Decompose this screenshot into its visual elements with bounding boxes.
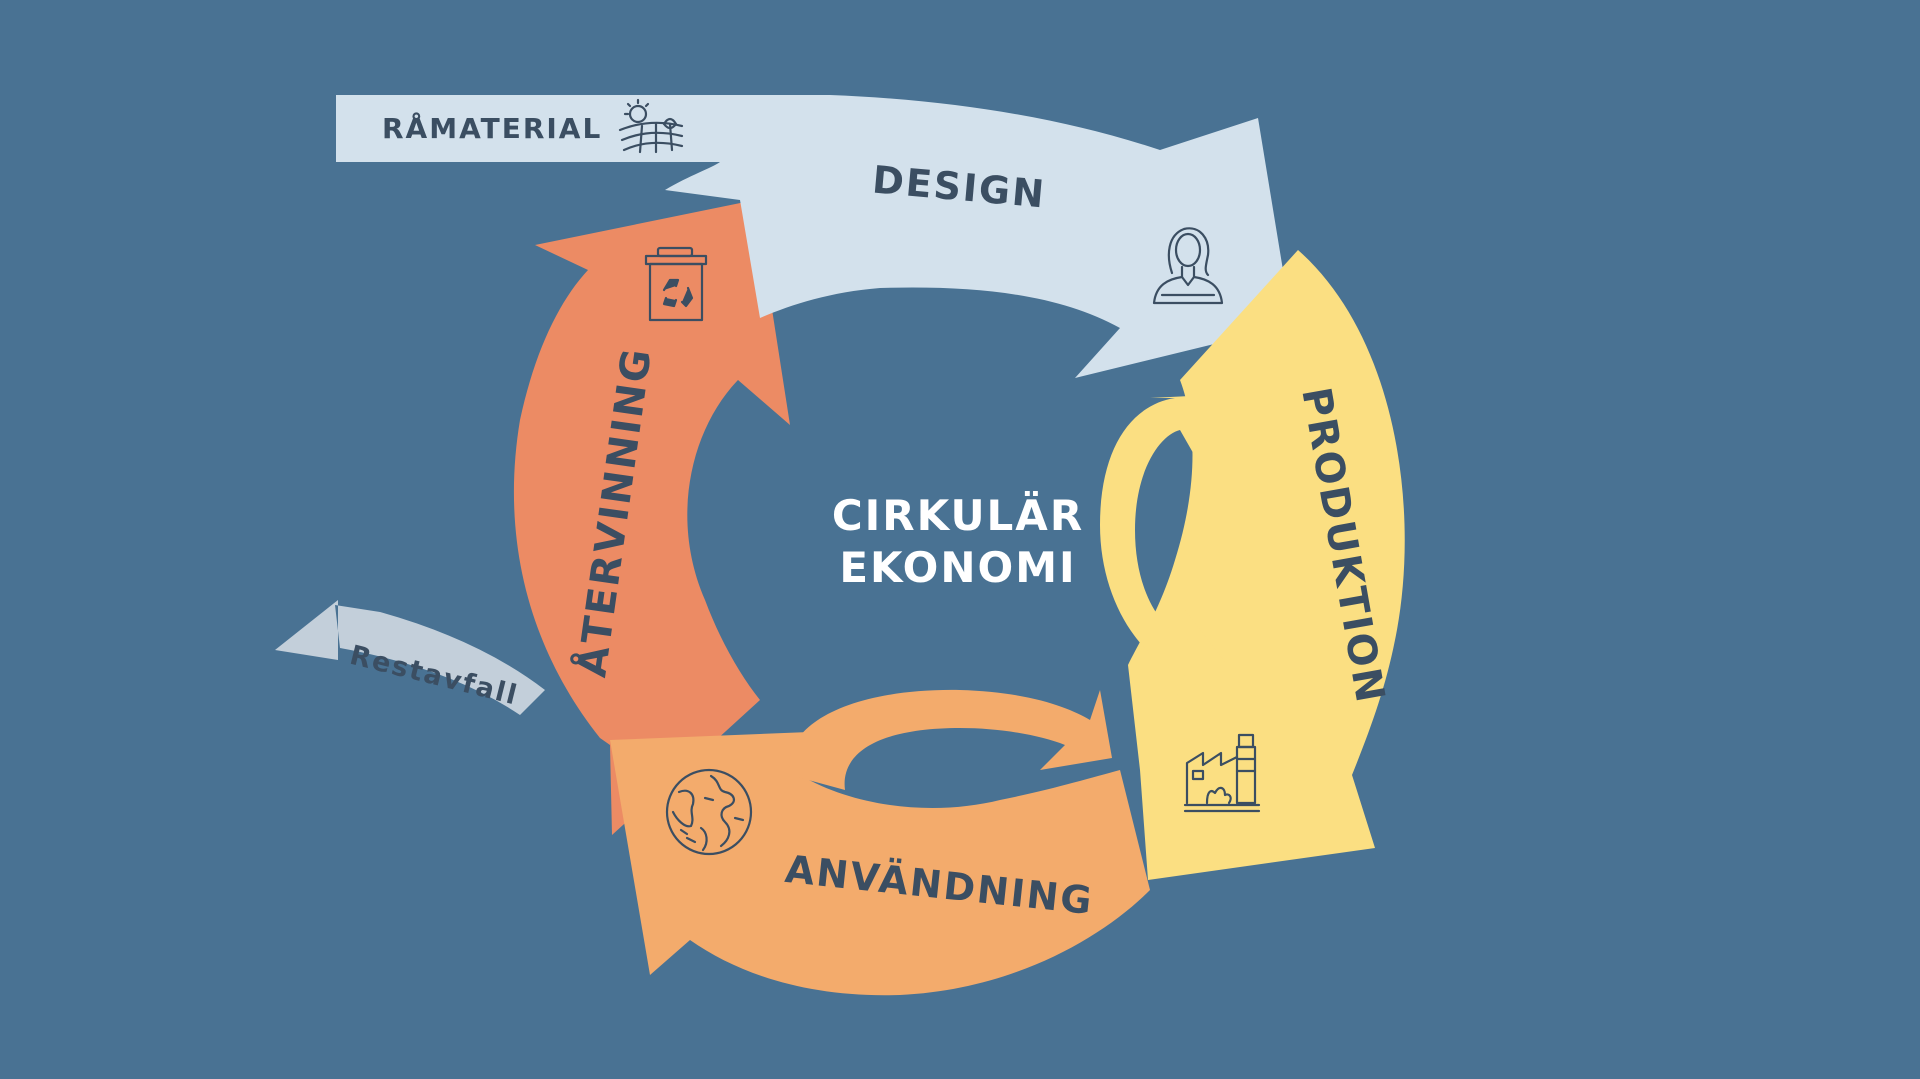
produktion-inner-loop — [1100, 395, 1225, 700]
recycle-bin-icon — [644, 246, 708, 322]
center-title-line2: EKONOMI — [839, 543, 1076, 592]
anvandning-arrow — [610, 730, 1150, 996]
globe-icon — [665, 768, 753, 856]
restavfall-arrow — [275, 600, 545, 715]
ramaterial-label: RÅMATERIAL — [382, 111, 602, 145]
anvandning-inner-loop — [789, 689, 1112, 790]
design-arrow — [336, 95, 1292, 378]
person-icon — [1152, 227, 1224, 305]
center-title-line1: CIRKULÄR — [832, 490, 1084, 540]
atervinning-arrow — [513, 200, 790, 835]
field-sun-icon — [618, 98, 684, 154]
factory-icon — [1183, 733, 1261, 813]
